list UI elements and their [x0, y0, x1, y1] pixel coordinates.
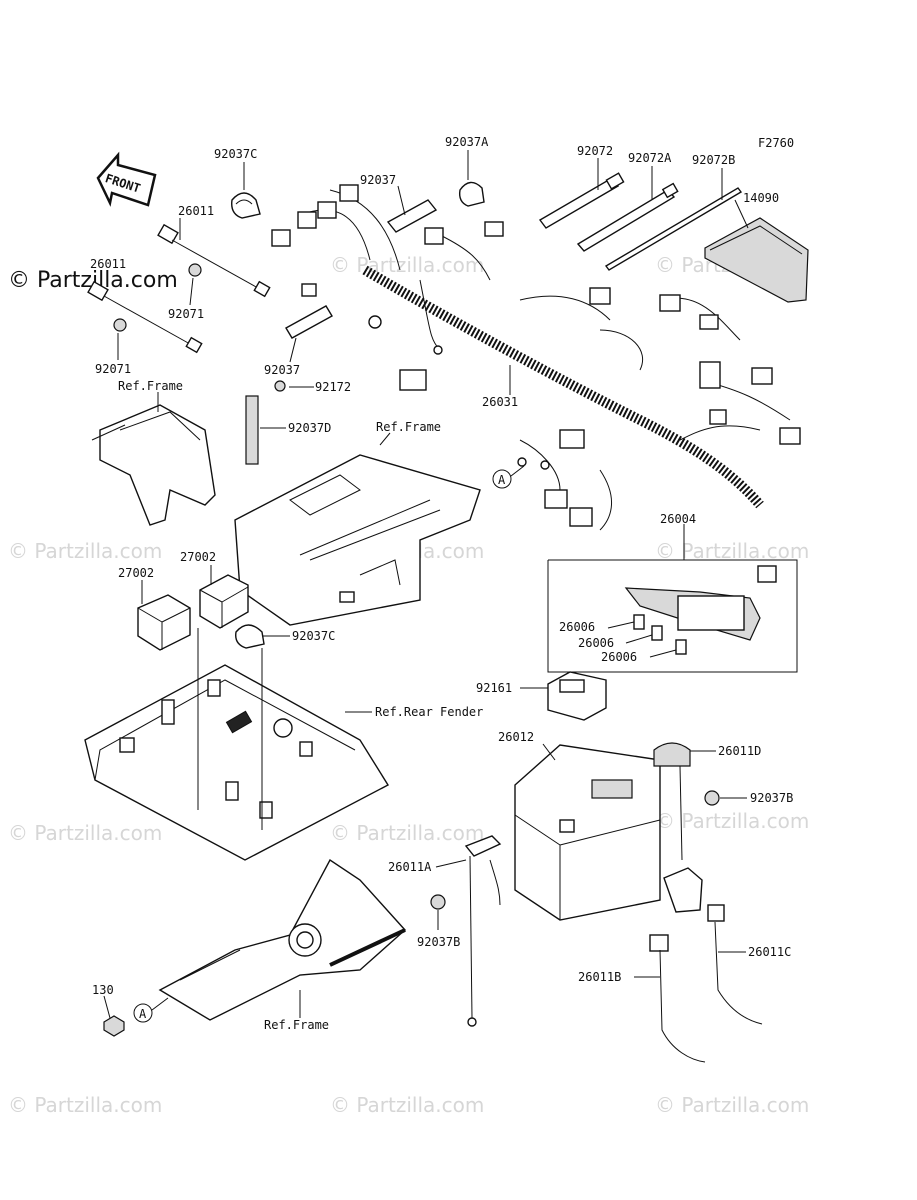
- callout-a-marker: A: [133, 997, 169, 1023]
- watermark: © Partzilla.com: [330, 821, 484, 845]
- label-ref-rear-fender: Ref.Rear Fender: [375, 705, 483, 719]
- label-92037c-top[interactable]: 92037C: [214, 147, 257, 161]
- relay-27002-right: [199, 574, 249, 629]
- label-26011-mid[interactable]: 26011: [90, 257, 126, 271]
- label-92037-top[interactable]: 92037: [360, 173, 396, 187]
- label-ref-frame-3: Ref.Frame: [264, 1018, 329, 1032]
- pad-92037-mid: [285, 305, 333, 339]
- label-92072b[interactable]: 92072B: [692, 153, 735, 167]
- cap-92161: [547, 671, 607, 721]
- callout-a-marker: A: [492, 465, 525, 489]
- cable-26011A: [464, 835, 502, 1027]
- label-26011-top[interactable]: 26011: [178, 204, 214, 218]
- label-92037b-a[interactable]: 92037B: [750, 791, 793, 805]
- lead-26011-mid: [87, 280, 203, 354]
- lead-26011-top: [157, 223, 271, 298]
- label-92072[interactable]: 92072: [577, 144, 613, 158]
- watermark: © Partzilla.com: [655, 809, 809, 833]
- callout-a-label: A: [498, 473, 506, 487]
- clamp-92037B-left: [430, 894, 446, 910]
- cap-92071: [113, 263, 202, 332]
- label-ref-frame-2: Ref.Frame: [376, 420, 441, 434]
- band-92072B: [604, 187, 743, 271]
- relay-27002-left: [137, 594, 191, 651]
- watermark: © Partzilla.com: [330, 1093, 484, 1117]
- battery-tray: [84, 664, 389, 861]
- label-14090[interactable]: 14090: [743, 191, 779, 205]
- front-arrow-icon: FRONT: [96, 151, 157, 207]
- lower-frame: [158, 858, 406, 1021]
- cover-14090: [704, 217, 809, 303]
- label-92037-mid[interactable]: 92037: [264, 363, 300, 377]
- watermark: © Partzilla.com: [330, 253, 484, 277]
- watermark: © Partzilla.com: [655, 1093, 809, 1117]
- label-26011c[interactable]: 26011C: [748, 945, 791, 959]
- clamp-92037A: [458, 181, 485, 207]
- watermark: © Partzilla.com: [8, 0, 162, 3]
- strap-92037D: [245, 395, 259, 465]
- label-26006-b[interactable]: 26006: [578, 636, 614, 650]
- label-92037a[interactable]: 92037A: [445, 135, 489, 149]
- clamp-92037C-mid: [235, 624, 265, 649]
- pad-92037-top: [386, 199, 438, 233]
- label-92071-b[interactable]: 92071: [95, 362, 131, 376]
- relay-box-26004: [547, 559, 798, 673]
- watermark: © Partzilla.com: [330, 0, 484, 3]
- label-27002-a[interactable]: 27002: [180, 550, 216, 564]
- bolt-92172: [274, 380, 286, 392]
- cable-26011B: [649, 934, 706, 1063]
- label-92072a[interactable]: 92072A: [628, 151, 672, 165]
- band-92072: [538, 172, 625, 229]
- label-26011b[interactable]: 26011B: [578, 970, 621, 984]
- label-92037d[interactable]: 92037D: [288, 421, 331, 435]
- main-harness-26031: [271, 184, 801, 531]
- clamp-92037C-top: [231, 192, 261, 219]
- clamp-92037B-right: [704, 790, 720, 806]
- bolt-130: [103, 1015, 125, 1037]
- label-92037c-mid[interactable]: 92037C: [292, 629, 335, 643]
- label-26011d[interactable]: 26011D: [718, 744, 761, 758]
- label-26011a[interactable]: 26011A: [388, 860, 432, 874]
- frame-crossmember: [234, 454, 481, 626]
- label-26006-a[interactable]: 26006: [559, 620, 595, 634]
- label-27002-b[interactable]: 27002: [118, 566, 154, 580]
- label-92161[interactable]: 92161: [476, 681, 512, 695]
- watermark: © Partzilla.com: [655, 0, 809, 3]
- label-92172[interactable]: 92172: [315, 380, 351, 394]
- cable-26011C: [707, 904, 763, 1025]
- label-92037b-b[interactable]: 92037B: [417, 935, 460, 949]
- label-26012[interactable]: 26012: [498, 730, 534, 744]
- leader-lines: [103, 150, 749, 1019]
- band-92072A: [576, 182, 679, 252]
- label-130[interactable]: 130: [92, 983, 114, 997]
- cable-26011D: [653, 742, 703, 913]
- watermark: © Partzilla.com: [8, 1093, 162, 1117]
- watermark: © Partzilla.com: [8, 821, 162, 845]
- part-labels: 92037C 92037A 92072 92072A 92072B 14090 …: [90, 135, 793, 1032]
- frame-bracket: [91, 404, 216, 526]
- battery-26012: [514, 744, 661, 921]
- watermark: © Partzilla.com: [8, 539, 162, 563]
- label-26006-c[interactable]: 26006: [601, 650, 637, 664]
- diagram-code: F2760: [758, 136, 794, 150]
- label-ref-frame-1: Ref.Frame: [118, 379, 183, 393]
- callout-a-label: A: [139, 1007, 147, 1021]
- label-92071-a[interactable]: 92071: [168, 307, 204, 321]
- label-26031[interactable]: 26031: [482, 395, 518, 409]
- label-26004[interactable]: 26004: [660, 512, 696, 526]
- watermark: © Partzilla.com: [655, 539, 809, 563]
